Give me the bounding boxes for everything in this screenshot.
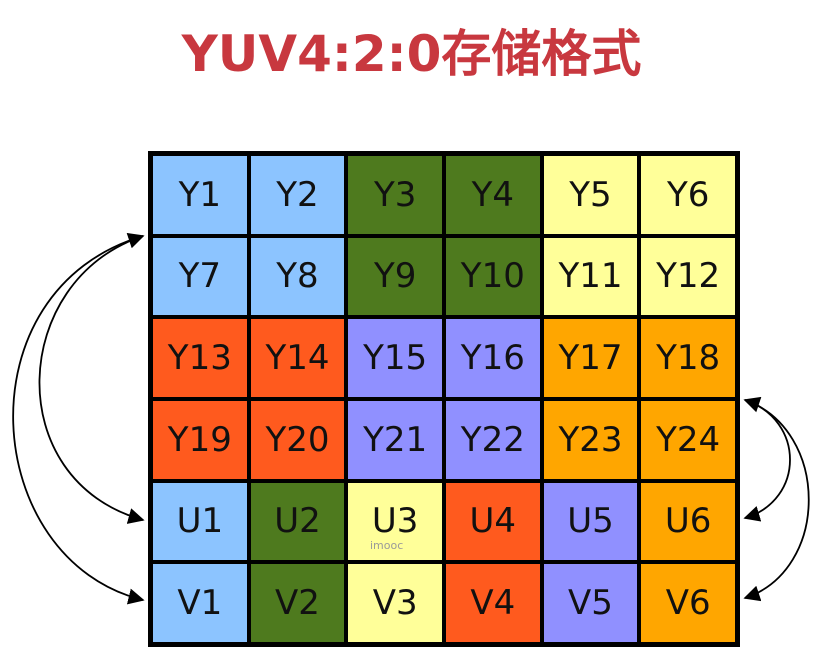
cell-y19: Y19 bbox=[153, 400, 247, 479]
cell-y20: Y20 bbox=[250, 400, 345, 479]
cell-u4: U4 bbox=[445, 482, 540, 561]
arrow-y-to-v1 bbox=[12, 235, 145, 605]
arrow-y-to-u6 bbox=[743, 396, 791, 522]
cell-y22: Y22 bbox=[445, 400, 540, 479]
cell-y2: Y2 bbox=[250, 156, 345, 234]
cell-y13: Y13 bbox=[153, 319, 247, 397]
cell-y6: Y6 bbox=[641, 156, 735, 234]
cell-v4: V4 bbox=[445, 564, 540, 642]
cell-y23: Y23 bbox=[543, 400, 638, 479]
diagram-title: YUV4:2:0存储格式 bbox=[181, 25, 642, 83]
cell-v3: V3 bbox=[348, 564, 442, 642]
cell-y16: Y16 bbox=[445, 319, 540, 397]
cell-y24: Y24 bbox=[641, 400, 735, 479]
cell-y10: Y10 bbox=[445, 237, 540, 316]
cell-y8: Y8 bbox=[250, 237, 345, 316]
cell-y3: Y3 bbox=[348, 156, 442, 234]
cell-y9: Y9 bbox=[348, 237, 442, 316]
cell-y21: Y21 bbox=[348, 400, 442, 479]
cell-u5: U5 bbox=[543, 482, 638, 561]
cell-y12: Y12 bbox=[641, 237, 735, 316]
cell-y11: Y11 bbox=[543, 237, 638, 316]
cell-u1: U1 bbox=[153, 482, 247, 561]
arrow-y-to-v6 bbox=[743, 399, 810, 602]
watermark: imooc bbox=[370, 539, 404, 552]
cell-y18: Y18 bbox=[641, 319, 735, 397]
cell-v6: V6 bbox=[641, 564, 735, 642]
cell-y1: Y1 bbox=[153, 156, 247, 234]
cell-v1: V1 bbox=[153, 564, 247, 642]
cell-y14: Y14 bbox=[250, 319, 345, 397]
cell-u6: U6 bbox=[641, 482, 735, 561]
cell-y17: Y17 bbox=[543, 319, 638, 397]
cell-y4: Y4 bbox=[445, 156, 540, 234]
arrow-y-to-u1 bbox=[38, 232, 145, 524]
cell-u2: U2 bbox=[250, 482, 345, 561]
cell-v5: V5 bbox=[543, 564, 638, 642]
cell-y5: Y5 bbox=[543, 156, 638, 234]
cell-y15: Y15 bbox=[348, 319, 442, 397]
cell-v2: V2 bbox=[250, 564, 345, 642]
cell-u3: U3 bbox=[348, 482, 442, 561]
cell-y7: Y7 bbox=[153, 237, 247, 316]
